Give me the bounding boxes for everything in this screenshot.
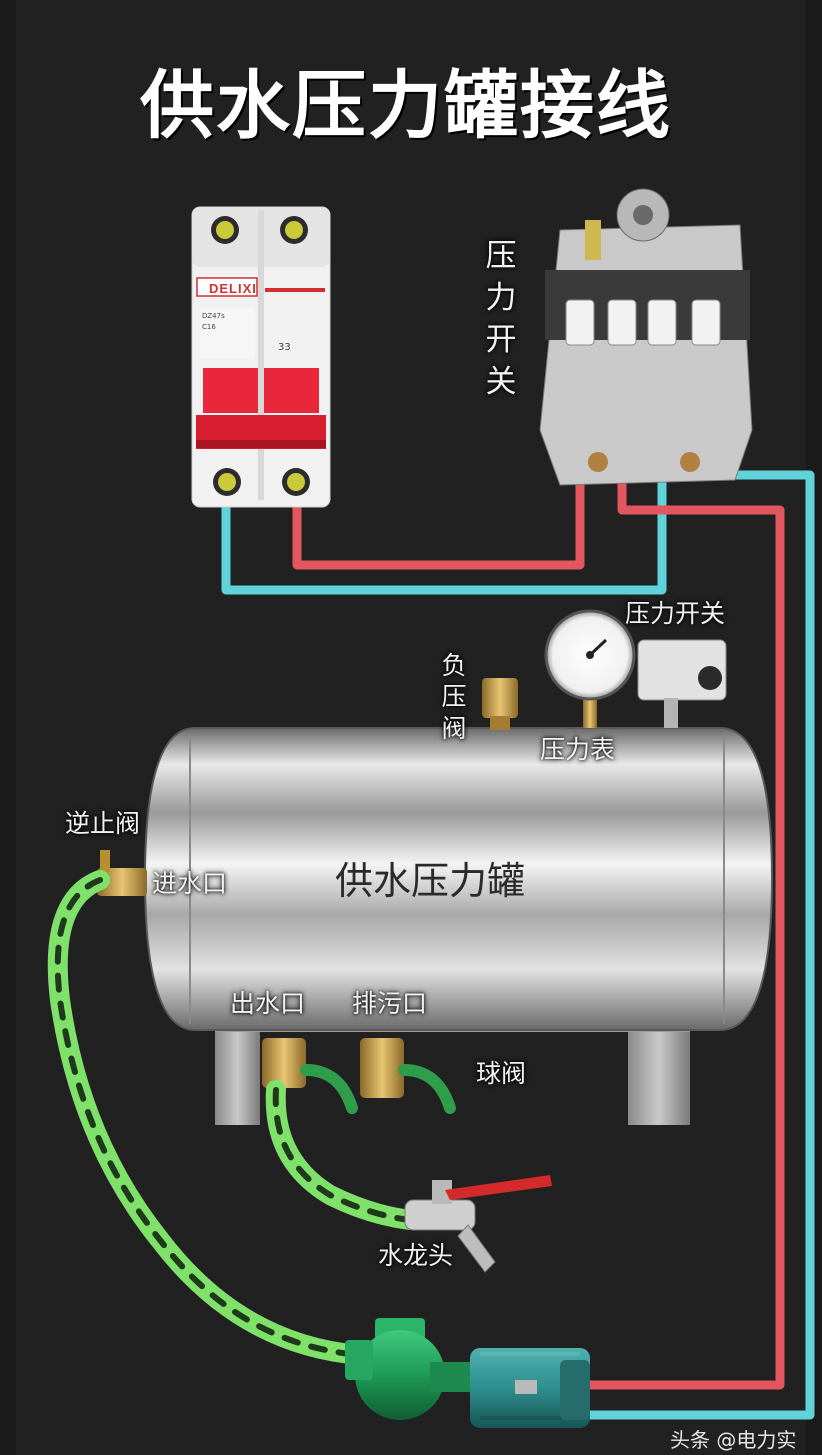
breaker-brand-logo: DELIXI [209, 281, 257, 296]
left-border [0, 0, 16, 1455]
watermark: 头条 @电力实 [670, 1428, 797, 1452]
pressure-gauge [544, 609, 636, 728]
ball-valve-outlet [262, 1038, 358, 1114]
faucet [404, 1175, 552, 1273]
label-faucet: 水龙头 [378, 1241, 454, 1270]
pressure-switch-top [539, 188, 753, 486]
hoses [47, 870, 420, 1365]
svg-text:DZ47s: DZ47s [202, 312, 225, 320]
label-pressure-gauge: 压力表 [540, 735, 616, 764]
water-pump [345, 1318, 590, 1428]
label-drain: 排污口 [352, 989, 428, 1018]
vacuum-valve [482, 678, 518, 730]
switch-terminals [565, 299, 721, 346]
pressure-switch-small [637, 639, 727, 728]
svg-text:C16: C16 [202, 323, 216, 331]
circuit-breaker: DZ47s C16 33 [191, 206, 331, 508]
ball-valve-drain [360, 1038, 456, 1114]
label-check-valve: 逆止阀 [65, 809, 141, 838]
label-pressure-switch-vertical: 压力开关 [485, 238, 517, 400]
label-pressure-switch: 压力开关 [625, 599, 726, 628]
label-tank: 供水压力罐 [335, 859, 526, 903]
label-ball-valve: 球阀 [476, 1059, 527, 1088]
diagram-title: 供水压力罐接线 [140, 63, 672, 149]
label-inlet: 进水口 [152, 869, 228, 898]
live-wire-breaker [292, 340, 585, 570]
check-valve [97, 850, 147, 896]
pressure-tank [143, 727, 774, 1125]
label-outlet: 出水口 [230, 989, 306, 1018]
label-vacuum-valve: 负压阀 [441, 651, 467, 743]
svg-text:33: 33 [278, 342, 291, 353]
